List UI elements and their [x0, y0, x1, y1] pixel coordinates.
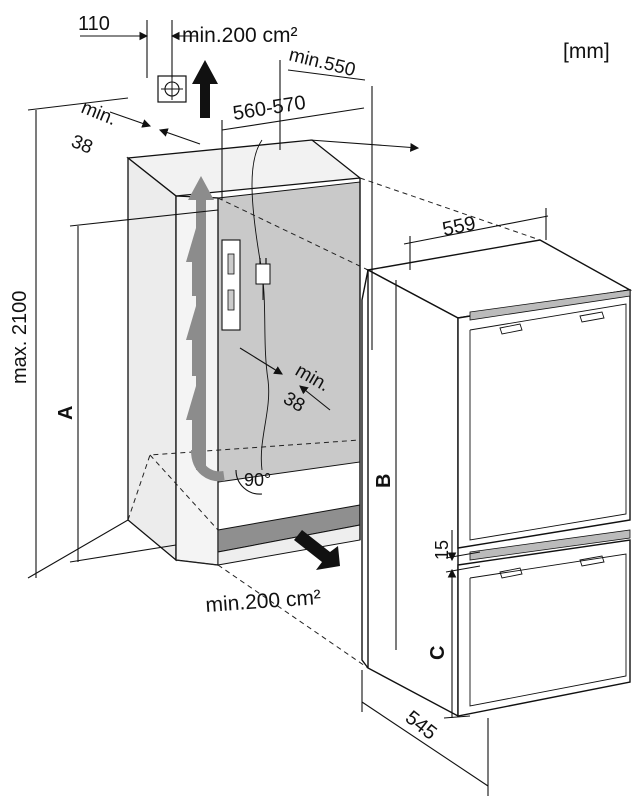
- dim-min38-top-value: 38: [68, 131, 95, 158]
- vent-intake-arrow: [294, 530, 340, 570]
- units-label: [mm]: [563, 40, 610, 63]
- dim-110-label: 110: [78, 13, 110, 35]
- dim-c-label: C: [427, 646, 449, 660]
- angle-90-label: 90°: [244, 470, 271, 490]
- dimension-lines: [27, 20, 549, 796]
- refrigerator-appliance: [217, 177, 633, 718]
- dim-max-height-label: max. 2100: [9, 291, 31, 384]
- dim-depth-559-label: 559: [440, 212, 477, 240]
- vent-outlet-icon: [157, 75, 187, 103]
- dim-a-label: A: [55, 406, 77, 420]
- dim-b-label: B: [373, 474, 395, 488]
- power-plug-icon: [255, 258, 271, 300]
- dim-depth-545-label: 545: [401, 707, 441, 745]
- airflow-arrows: [186, 176, 225, 482]
- vent-bottom-label: min.200 cm²: [205, 586, 322, 617]
- vent-up-arrow: [192, 60, 218, 118]
- niche-back-wall: [217, 181, 361, 483]
- installation-niche: [126, 139, 362, 566]
- dim-min550-label: min.550: [287, 44, 358, 81]
- dim-niche-width-label: 560-570: [231, 92, 307, 125]
- vent-top-label: min.200 cm²: [182, 24, 298, 47]
- dim-min38-top-label: min.: [78, 97, 119, 130]
- dim-gap15-label: 15: [432, 540, 452, 560]
